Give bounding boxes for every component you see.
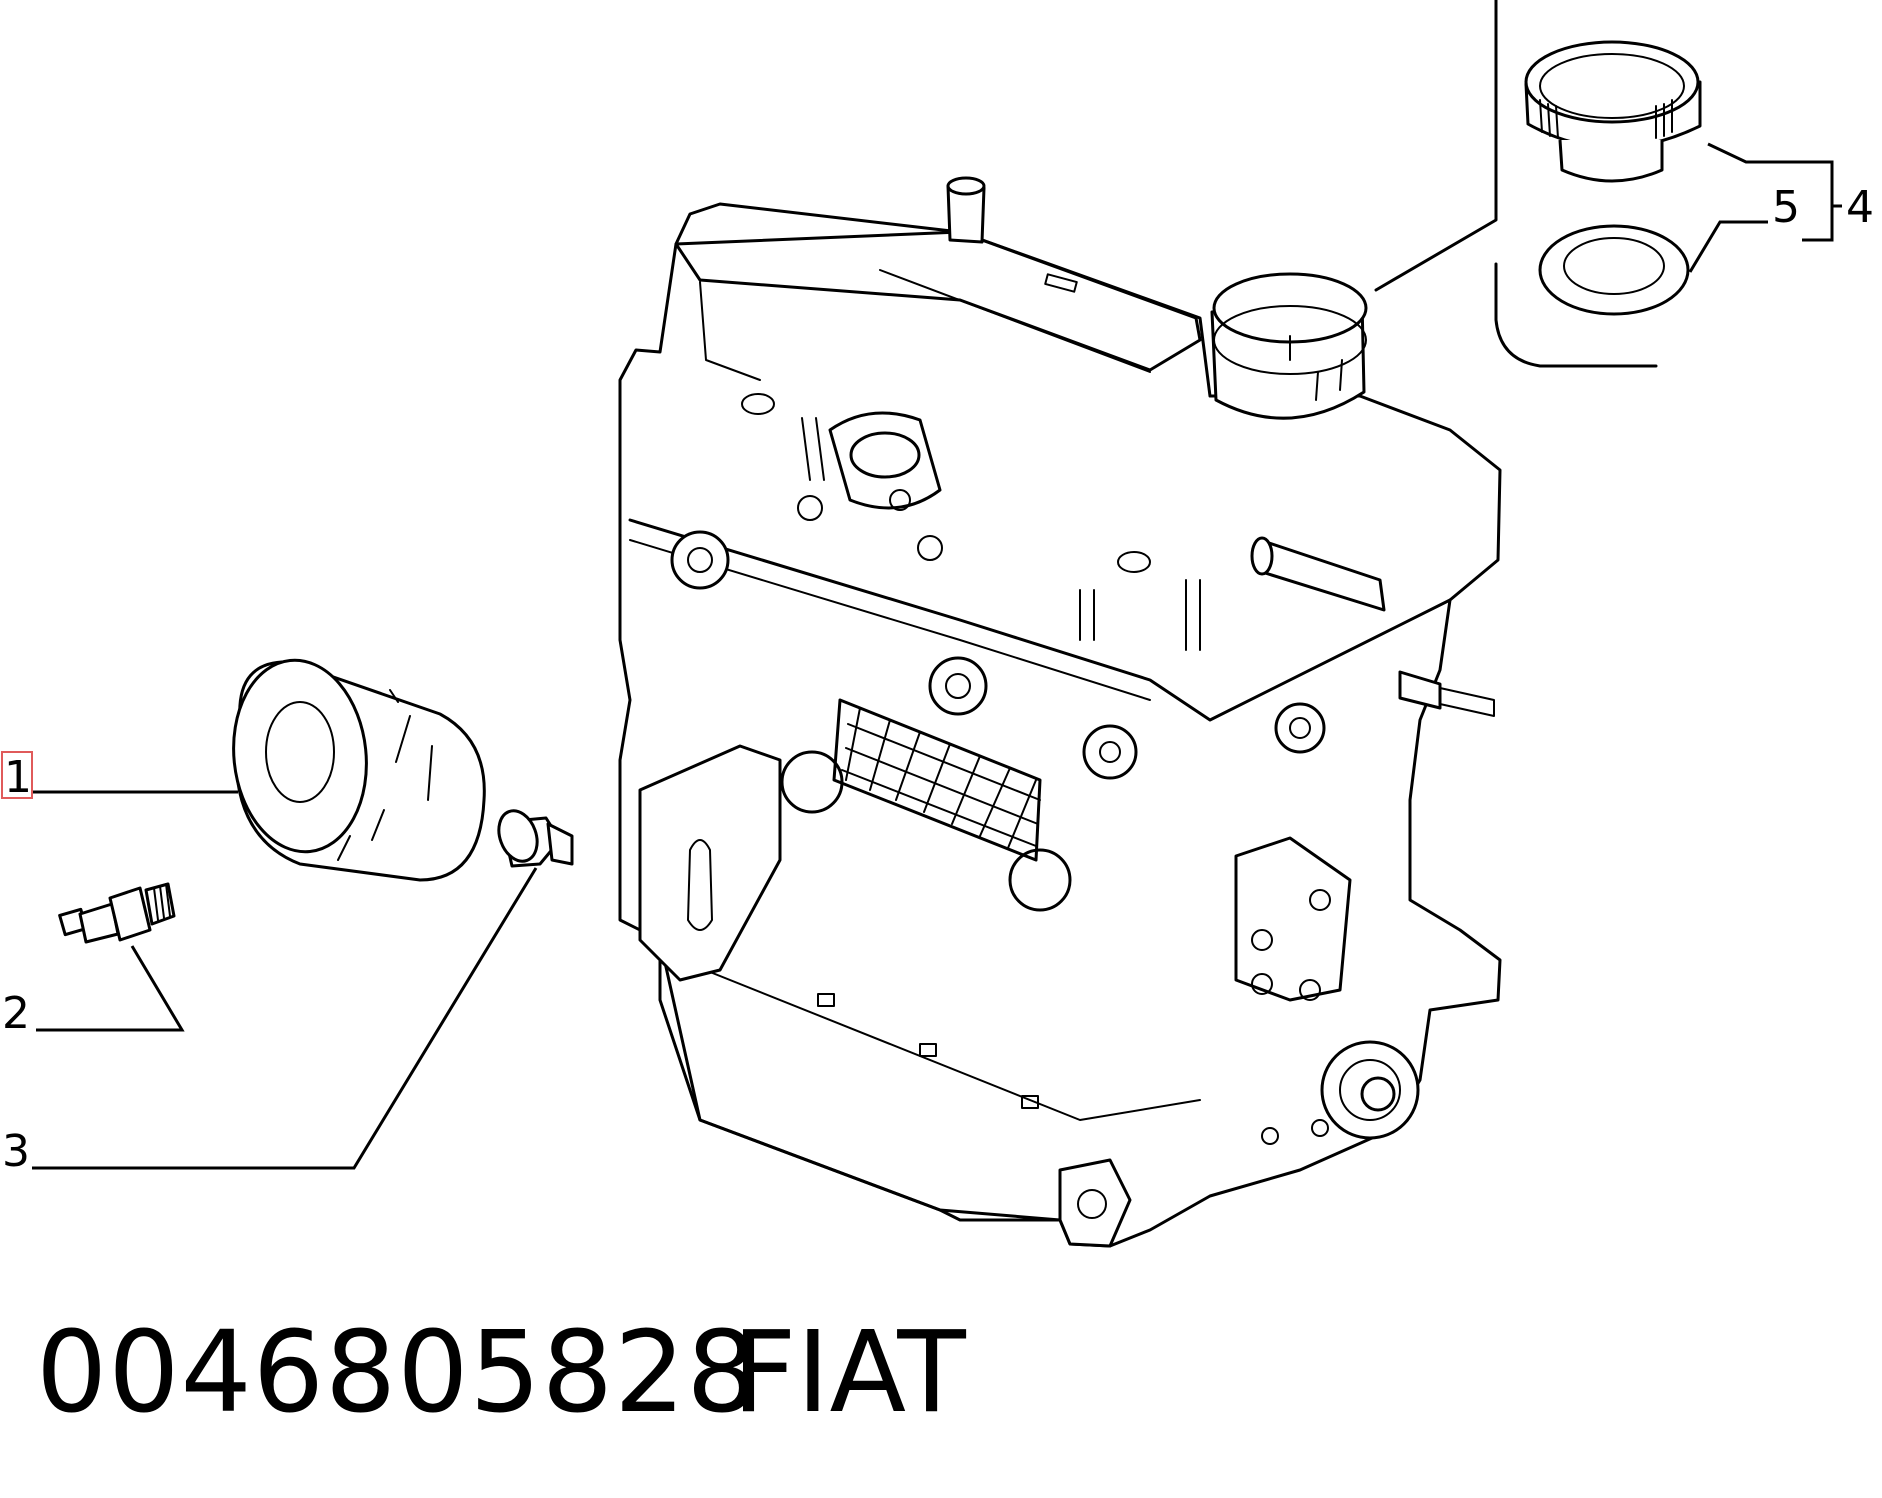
callout-4-label[interactable]: 4 — [1846, 182, 1874, 233]
callout-2-label[interactable]: 2 — [2, 988, 30, 1039]
oil-filler-cap-illustration — [1374, 0, 1702, 368]
crank-pulley — [1261, 1040, 1420, 1145]
callout-3-label[interactable]: 3 — [2, 1126, 30, 1177]
oil-filter-illustration — [232, 658, 486, 882]
callout-1-label[interactable]: 1 — [4, 752, 32, 803]
engine-block-illustration — [618, 176, 1502, 1248]
callout-1-highlight — [1, 751, 33, 799]
brand-name: FIAT — [732, 1308, 966, 1438]
crosshatch-panel — [832, 698, 1042, 862]
callout-5-label[interactable]: 5 — [1772, 182, 1800, 233]
leader-lines — [32, 142, 1842, 1170]
part-number: 0046805828 — [36, 1308, 759, 1438]
union-fitting-illustration — [497, 809, 574, 868]
oil-pressure-sensor-illustration — [58, 882, 176, 944]
